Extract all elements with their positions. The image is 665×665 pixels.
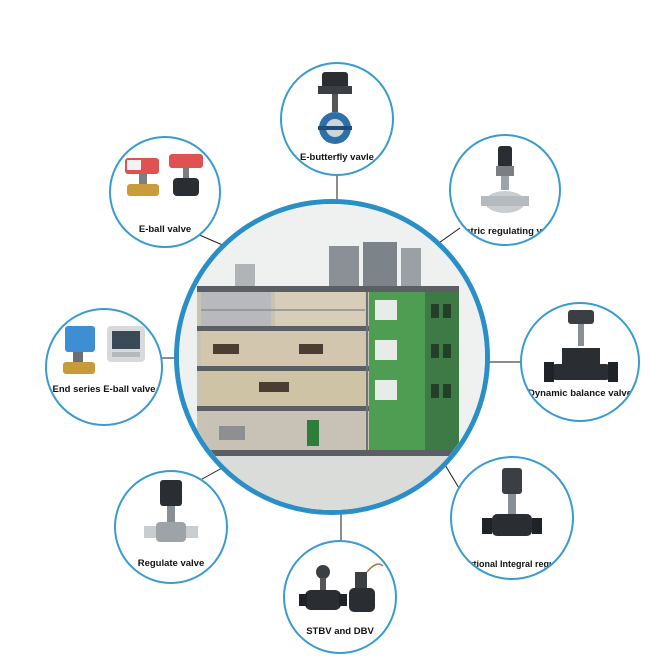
node-label: Proportional Integral regulating valve (450, 559, 574, 569)
e-ball-valve-icon (125, 154, 203, 196)
node-label: Regulate valve (137, 558, 205, 569)
node-label: E-butterfly vavle (300, 152, 374, 163)
regulate-valve-icon (144, 480, 198, 542)
stbv-dbv-icon (299, 563, 384, 612)
building-hub (174, 199, 490, 515)
proportional-integral-valve-icon (482, 468, 542, 536)
building-illustration (179, 204, 485, 510)
node-dynamic-balance-valve: Dynamic balance valve (520, 302, 640, 422)
node-label: STBV and DBV (306, 626, 374, 637)
node-label: Electric regulating valve (451, 226, 561, 237)
end-series-e-ball-valve-icon (63, 326, 145, 374)
node-e-butterfly-valve: E-butterfly vavle (280, 62, 394, 176)
node-regulate-valve: Regulate valve (114, 470, 228, 584)
node-electric-regulating-valve: Electric regulating valve (449, 134, 561, 246)
node-label: E-ball valve (138, 224, 192, 235)
dynamic-balance-valve-icon (544, 310, 618, 382)
node-label: Dynamic balance valve (527, 388, 633, 399)
node-proportional-integral-valve: Proportional Integral regulating valve (450, 456, 574, 580)
node-label: End series E-ball valve (52, 384, 156, 395)
electric-regulating-valve-icon (481, 146, 529, 213)
e-butterfly-valve-icon (318, 72, 352, 144)
node-end-series-e-ball-valve: End series E-ball valve (45, 308, 163, 426)
node-stbv-dbv: STBV and DBV (283, 540, 397, 654)
node-e-ball-valve: E-ball valve (109, 136, 221, 248)
